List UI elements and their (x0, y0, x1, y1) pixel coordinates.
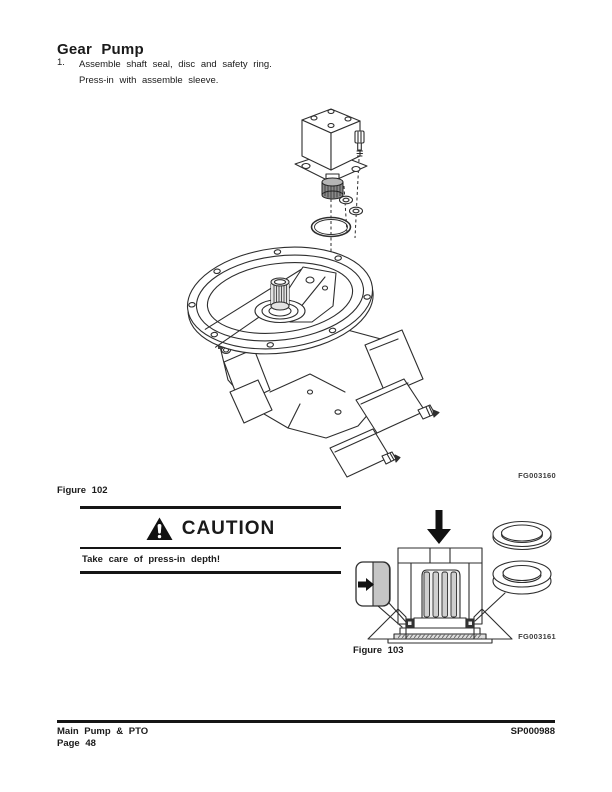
footer-doc-code: SP000988 (510, 726, 555, 737)
pump-base-layers (387, 627, 493, 644)
caution-rule-top (80, 506, 341, 509)
step-text-line-1: Assemble shaft seal, disc and safety rin… (79, 59, 272, 70)
step-text-line-2: Press-in with assemble sleeve. (79, 75, 219, 86)
seal-rings (474, 520, 552, 622)
figure-caption: Figure 102 (57, 485, 108, 496)
caution-box: CAUTION Take care of press-in depth! (80, 506, 341, 574)
o-ring (310, 216, 352, 238)
depth-arrow-icon (358, 578, 374, 591)
seal-press-in-diagram (355, 510, 552, 644)
step-text: Assemble shaft seal, disc and safety rin… (79, 57, 272, 89)
page-title: Gear Pump (57, 41, 144, 59)
flange-bolt-holes (188, 249, 371, 348)
figure-caption: Figure 103 (353, 645, 404, 656)
page-footer: Main Pump & PTO Page 48 SP000988 (57, 726, 555, 750)
gear-pump-sections (329, 378, 440, 478)
splined-drive-shaft (254, 277, 306, 324)
warning-triangle-icon (146, 517, 173, 540)
footer-left: Main Pump & PTO Page 48 (57, 726, 148, 750)
splined-shaft (421, 569, 461, 619)
press-down-arrow-icon (427, 510, 451, 544)
splined-coupling (321, 177, 344, 200)
figure-code: FG003160 (518, 471, 556, 480)
depth-detail-callout (355, 561, 407, 628)
caution-message: Take care of press-in depth! (82, 554, 220, 565)
caution-rule-middle (80, 546, 341, 549)
gear-pump-exploded-drawing (186, 108, 440, 478)
caution-rule-bottom (80, 571, 341, 574)
press-tool-frame (397, 547, 483, 625)
gear-pump-unit (294, 108, 368, 183)
footer-section: Main Pump & PTO (57, 726, 149, 737)
pump-top-bolts (310, 108, 352, 129)
mounting-bolt (354, 130, 365, 157)
washers (338, 195, 364, 216)
caution-header: CAUTION (80, 509, 341, 547)
footer-rule (57, 720, 555, 723)
step-number: 1. (57, 57, 65, 68)
caution-label: CAUTION (181, 517, 276, 539)
seal-seat (405, 617, 475, 629)
footer-page-number: Page 48 (57, 738, 96, 749)
housing-cross-section (367, 608, 513, 640)
figure-code: FG003161 (518, 632, 556, 641)
